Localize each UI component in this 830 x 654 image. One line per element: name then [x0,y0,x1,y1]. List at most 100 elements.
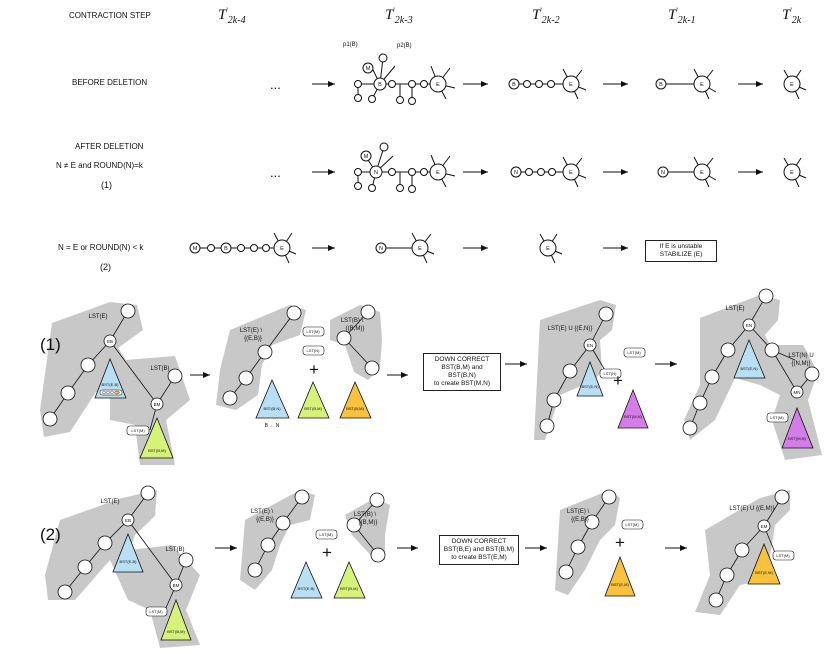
contraction-rows-diagram: M B E B E B E E M N E N E N E E M B E N … [189,53,807,264]
node-en-label: EN [587,343,593,348]
node-e-label: E [569,170,573,176]
lstm-label: LST(M) [131,428,145,433]
bst-eb-label: BST(E,B) [298,586,316,591]
b-to-n-label: B ← N [265,423,280,429]
column-header-5: T'2k [782,6,802,26]
lste-minus-label-2: {(E,B)} [244,336,262,342]
bst-bn-label: BST(B,N) [263,406,281,411]
bst-em-label: BST(E,M) [611,582,629,587]
plus-sign: + [309,360,319,379]
node-bm-label: BM [154,402,161,407]
bst-bm-label: BST(B,M) [340,586,358,591]
column-header-3: T'2k-2 [532,6,560,26]
node-eb-label: EB [107,339,113,344]
bst-en-label: BST(E,N) [581,384,599,389]
bst-bm-label: BST(B,M) [148,448,166,453]
after-deletion-label: AFTER DELETION [75,142,144,151]
bst-bm-label: BST(B,M) [167,629,185,634]
node-n-label: N [379,246,383,252]
node-e [429,75,447,93]
node-e-label: E [436,82,440,88]
lste-label: LST(E) [725,306,744,312]
lste-label: LST(E) [100,499,119,505]
lstm-label: LST(M) [625,522,639,527]
node-bm-label: BM [173,583,180,588]
node-m [362,62,374,74]
lstn-union-label-1: LST(N) U [788,353,813,359]
p2b-label: p2(B) [397,43,412,49]
lste-minus-label-2: {(E,B)} [256,517,274,523]
ellipsis-after: ... [270,165,281,180]
bst-en-label: BST(E,N) [740,366,758,371]
node-e-label: E [700,82,704,88]
lstb-minus-label-1: LST(B) \ [341,318,364,324]
node-b-label: B [224,246,228,252]
lstm-label: LST(M) [776,553,790,558]
lstm-label: LST(M) [306,329,320,334]
lstb-label: LST(B) [150,366,169,372]
node-e-label: E [790,170,794,176]
bst-eb-label: BST(E,B) [120,559,138,564]
case2-label: (2) [40,525,61,544]
node-m-label: M [366,66,371,72]
bst-mn-label: BST(M,N) [788,436,806,441]
ellipsis-before: ... [270,77,281,92]
lste-minus-label-1: LST(E) \ [251,509,274,515]
node-n-label: N [514,170,518,176]
node-b-label: B [659,82,663,88]
lstm-label: LST(M) [319,532,333,537]
node-en-label: EN [746,323,752,328]
column-header-2: T'2k-3 [385,6,413,26]
node-mn-label: MN [794,390,801,395]
column-header-1: T'2k-4 [218,6,246,26]
node-b-label: B [512,82,516,88]
case2-number-label: (2) [100,262,111,272]
lstb-minus-label-1: LST(B) \ [354,512,377,518]
node-em-label: EM [761,524,768,529]
node-e-label: E [546,246,550,252]
lste-label: LST(E) [88,314,107,320]
node-eb-label: EB [125,518,131,523]
bst-eb-label: BST(E,B) [102,382,120,387]
case1-number-label: (1) [101,180,112,190]
plus-sign: + [615,533,625,552]
bst-mn-label: BST(M,N) [624,414,642,419]
node-b-label: B [378,82,382,88]
node-b [373,77,387,91]
lstb-minus-label-2: {(B,M)} [346,326,365,332]
node-e-label: E [700,170,704,176]
node-m-label: M [193,246,198,252]
node-e-label: E [436,170,440,176]
contraction-step-label: CONTRACTION STEP [69,11,151,20]
before-deletion-label: BEFORE DELETION [72,78,148,87]
case1-label: (1) [40,335,61,354]
lste-union-en-label: LST(E) U {(E,N)} [548,326,593,332]
node-n-label: N [661,170,665,176]
column-header-4: T'2k-1 [668,6,696,26]
lstn-label: LST(N) [307,348,321,353]
node-e-label: E [569,82,573,88]
plus-sign: + [322,543,332,562]
lstm-label: LST(M) [149,609,163,614]
lste-minus-label-1: LST(E) \ [240,328,263,334]
p1b-label: p1(B) [343,42,358,48]
lstb-label: LST(B) [165,547,184,553]
case1-condition-label: N ≠ E and ROUND(N)=k [56,161,143,170]
node-e-label: E [418,246,422,252]
node-m-label: M [364,154,369,160]
bst-bm-label: BST(B,M) [304,406,322,411]
node-e-label: E [790,82,794,88]
bst-bm-label: BST(B,M) [346,406,364,411]
lstn-union-label-2: {(N,M)} [791,361,810,367]
plus-sign: + [613,371,623,390]
lste-minus-label-1: LST(E) \ [567,509,590,515]
bst-em-label: BST(E,M) [755,570,773,575]
case2-condition-label: N = E or ROUND(N) < k [58,243,144,252]
lstn-label: LST(N) [604,371,618,376]
lstm-label: LST(M) [770,415,784,420]
lste-minus-label-2: {(E,B)} [571,517,589,523]
lstm-label: LST(M) [627,350,641,355]
